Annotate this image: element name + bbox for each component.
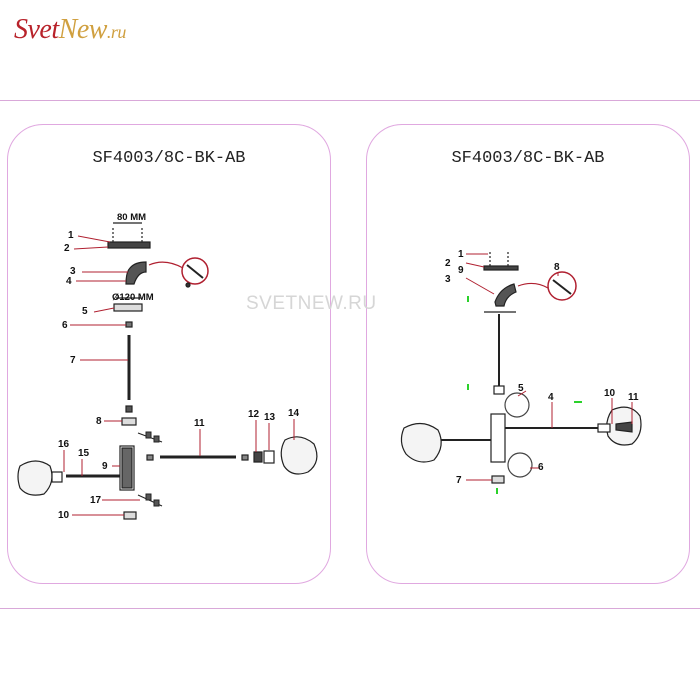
right-label-3: 3 bbox=[445, 274, 451, 285]
left-label-11: 11 bbox=[194, 418, 205, 429]
left-dim-canopy: Ø120 MM bbox=[112, 292, 154, 303]
left-label-9: 9 bbox=[102, 461, 108, 472]
left-label-17: 17 bbox=[90, 495, 102, 506]
left-label-4: 4 bbox=[66, 276, 72, 287]
left-panel-title: SF4003/8C-BK-AB bbox=[92, 149, 246, 168]
right-label-7: 7 bbox=[456, 475, 462, 486]
left-label-6: 6 bbox=[62, 320, 68, 331]
right-label-8: 8 bbox=[554, 262, 560, 273]
right-label-2: 2 bbox=[445, 258, 451, 269]
logo-brand: Svet bbox=[14, 14, 59, 45]
left-label-13: 13 bbox=[264, 412, 276, 423]
logo-tld: .ru bbox=[106, 22, 127, 42]
left-label-12: 12 bbox=[248, 409, 260, 420]
left-label-7: 7 bbox=[70, 355, 76, 366]
logo-brand-new: New bbox=[58, 14, 108, 45]
right-panel-title: SF4003/8C-BK-AB bbox=[451, 149, 605, 168]
left-panel: SF4003/8C-BK-AB bbox=[7, 124, 331, 584]
left-label-8: 8 bbox=[96, 416, 102, 427]
left-label-1: 1 bbox=[68, 230, 74, 241]
left-dim-top: 80 MM bbox=[117, 212, 146, 223]
left-label-14: 14 bbox=[288, 408, 300, 419]
right-panel: SF4003/8C-BK-AB bbox=[366, 124, 690, 584]
right-label-10: 10 bbox=[604, 388, 616, 399]
right-label-5: 5 bbox=[518, 383, 524, 394]
site-logo: SvetNew.ru bbox=[14, 14, 126, 46]
left-label-3: 3 bbox=[70, 266, 76, 277]
left-label-5: 5 bbox=[82, 306, 88, 317]
left-label-10: 10 bbox=[58, 510, 70, 521]
right-label-1: 1 bbox=[458, 249, 464, 260]
left-label-15: 15 bbox=[78, 448, 90, 459]
left-label-16: 16 bbox=[58, 439, 70, 450]
right-label-9: 9 bbox=[458, 265, 464, 276]
right-label-6: 6 bbox=[538, 462, 544, 473]
left-label-2: 2 bbox=[64, 243, 70, 254]
right-label-11: 11 bbox=[628, 392, 639, 403]
right-label-4: 4 bbox=[548, 392, 554, 403]
bottom-divider bbox=[0, 608, 700, 609]
watermark: SVETNEW.RU bbox=[246, 293, 377, 314]
top-divider bbox=[0, 100, 700, 101]
